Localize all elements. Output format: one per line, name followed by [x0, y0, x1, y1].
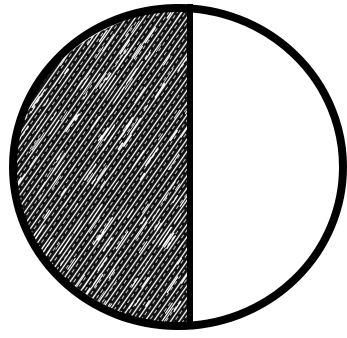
- hatch-streak: [133, 0, 141, 9]
- hatch-streak: [13, 80, 17, 87]
- hatch-streak: [74, 6, 80, 14]
- hatch-streak: [42, 313, 49, 324]
- hatch-streak: [43, 7, 55, 24]
- hatch-streak: [24, 36, 29, 43]
- hatch-streak: [59, 309, 62, 314]
- hatch-streak: [41, 0, 52, 9]
- hatch-streak: [28, 61, 38, 76]
- hatch-streak: [32, 263, 42, 279]
- hatch-streak: [99, 4, 104, 11]
- hatch-streak: [24, 284, 28, 290]
- hatch-streak: [65, 322, 68, 327]
- hatch-streak: [14, 110, 19, 117]
- hatch-streak: [113, 7, 119, 16]
- hatch-streak: [32, 60, 38, 69]
- hatch-streak: [21, 79, 29, 91]
- hatch-streak: [38, 53, 44, 62]
- hatch-streak: [55, 304, 60, 312]
- hatch-streak: [45, 308, 50, 316]
- hatch-streak: [15, 43, 25, 57]
- hatch-streak: [61, 292, 70, 305]
- hatch-streak: [47, 295, 56, 308]
- hatch-streak: [25, 47, 30, 54]
- hatch-streak: [60, 305, 67, 316]
- shaded-left-half: [0, 0, 205, 334]
- hatch-streak: [87, 0, 96, 12]
- hatch-streak: [41, 14, 45, 20]
- hatch-streak: [134, 1, 139, 9]
- hatch-streak: [11, 308, 20, 321]
- hatch-streak: [34, 51, 44, 66]
- hatch-streak: [52, 301, 58, 311]
- hatch-streak: [18, 242, 30, 260]
- hatch-streak: [62, 8, 72, 23]
- hatch-streak: [23, 54, 27, 60]
- hatch-streak: [71, 11, 75, 17]
- hatch-streak: [14, 94, 23, 107]
- hatch-streak: [23, 72, 28, 79]
- hatch-streak: [35, 0, 45, 12]
